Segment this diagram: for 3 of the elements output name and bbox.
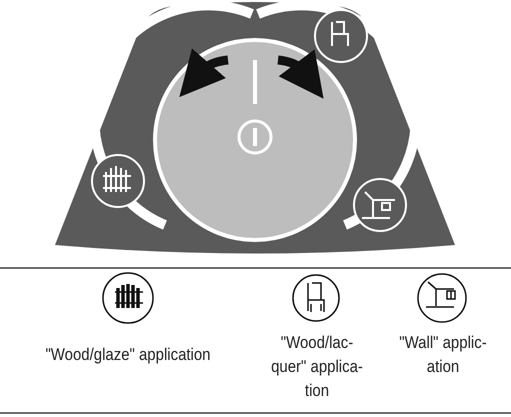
application-label: "Wall" applic- ation (398, 332, 488, 378)
application-label: "Wood/lac- quer" applica- tion (270, 332, 364, 402)
application-label: "Wood/glaze" application (44, 344, 212, 366)
